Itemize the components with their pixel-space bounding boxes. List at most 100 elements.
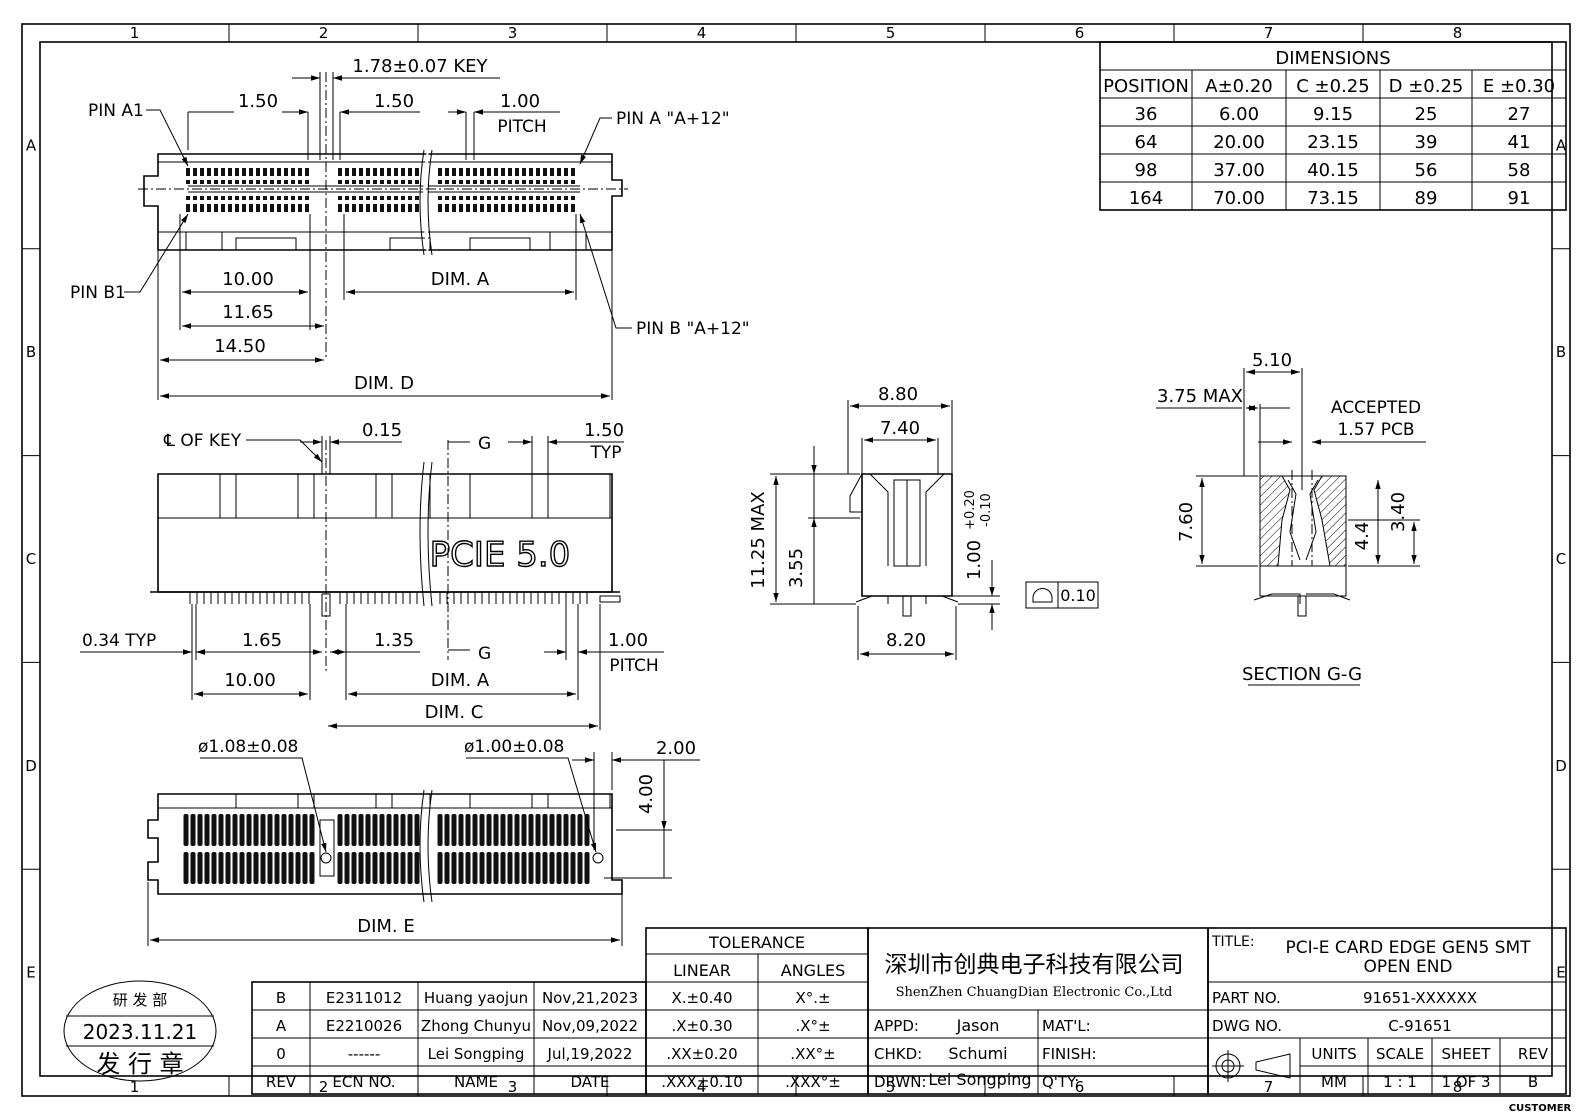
dim-table-cell: 23.15	[1307, 132, 1359, 153]
zone-row-left: D	[25, 757, 37, 775]
contact-pin	[263, 180, 267, 184]
tolerance-linear: LINEAR	[673, 961, 731, 980]
contact-pin	[207, 196, 211, 200]
contact-pin	[186, 204, 190, 212]
contact-pin	[501, 196, 505, 200]
zone-row-left: C	[26, 550, 36, 568]
zone-col-top: 5	[886, 24, 896, 42]
solder-pad	[486, 852, 492, 884]
zone-row-left: E	[26, 964, 35, 982]
contact-pin	[571, 180, 575, 184]
contact-pin	[270, 196, 274, 200]
contact-pin	[270, 168, 274, 176]
contact-pin	[249, 204, 253, 212]
contact-pin	[408, 168, 412, 176]
contact-pin	[284, 180, 288, 184]
units-label: UNITS	[1311, 1045, 1356, 1063]
contact-pin	[298, 196, 302, 200]
contact-pin	[366, 196, 370, 200]
solder-pad	[358, 852, 364, 884]
contact-pin	[366, 168, 370, 176]
contact-pin	[298, 180, 302, 184]
projection-symbol-icon	[1212, 1050, 1291, 1082]
solder-pad	[521, 814, 527, 846]
contact-pin	[571, 204, 575, 212]
tol-plus: +0.20	[963, 490, 978, 530]
solder-pad	[211, 852, 217, 884]
dim-1-50-typ: 1.50	[584, 420, 624, 441]
pin-a-end-label: PIN A "A+12"	[616, 109, 730, 129]
contact-pin	[186, 168, 190, 176]
contact-pin	[200, 168, 204, 176]
solder-pad	[225, 814, 231, 846]
dim-1-00: 1.00	[964, 540, 985, 580]
solder-pad	[204, 852, 210, 884]
contact-pin	[359, 180, 363, 184]
solder-pad	[465, 814, 471, 846]
contact-pin	[373, 168, 377, 176]
flatness-frame	[1025, 581, 1099, 609]
contact-pin	[193, 196, 197, 200]
solder-pad	[500, 814, 506, 846]
zone-col-top: 3	[508, 24, 518, 42]
pitch-label: PITCH	[497, 117, 546, 137]
contact-pin	[487, 168, 491, 176]
solder-pad	[253, 852, 259, 884]
contact-pin	[214, 204, 218, 212]
dim-4-00: 4.00	[636, 774, 657, 814]
contact-pin	[235, 168, 239, 176]
contact-pin	[445, 180, 449, 184]
contact-pin	[480, 180, 484, 184]
solder-pad	[372, 852, 378, 884]
solder-pad	[479, 814, 485, 846]
contact-pin	[529, 204, 533, 212]
contact-pin	[557, 196, 561, 200]
contact-pin	[256, 180, 260, 184]
contact-pin	[193, 180, 197, 184]
pitch-value-front: 1.00	[608, 630, 648, 651]
dim-14-50: 14.50	[214, 336, 266, 357]
dimensions-title: DIMENSIONS	[1275, 48, 1390, 69]
contact-pin	[200, 196, 204, 200]
solder-pad	[472, 814, 478, 846]
contact-pin	[501, 204, 505, 212]
dim-table-cell: 89	[1415, 188, 1438, 209]
solder-pad	[372, 814, 378, 846]
contact-pin	[366, 204, 370, 212]
contact-pin	[394, 196, 398, 200]
contact-pin	[487, 180, 491, 184]
zone-row-right: B	[1556, 343, 1566, 361]
dim-8-80: 8.80	[878, 384, 918, 405]
company-name-en: ShenZhen ChuangDian Electronic Co.,Ltd	[896, 985, 1173, 1000]
zone-col-bottom: 3	[508, 1078, 518, 1096]
solder-pad	[239, 852, 245, 884]
solder-pad	[344, 852, 350, 884]
solder-pad	[365, 814, 371, 846]
contact-pin	[345, 180, 349, 184]
dim-1-50-b: 1.50	[374, 91, 414, 112]
dim-table-cell: 39	[1415, 132, 1438, 153]
section-g-bottom: G	[478, 644, 491, 664]
contact-pin	[522, 168, 526, 176]
contact-pin	[228, 168, 232, 176]
contact-pin	[193, 168, 197, 176]
contact-pin	[249, 180, 253, 184]
contact-pin	[487, 204, 491, 212]
solder-pad	[451, 814, 457, 846]
tolerance-linear-value: .XX±0.20	[666, 1045, 737, 1063]
contact-pin	[338, 196, 342, 200]
dim-a-top: DIM. A	[431, 269, 490, 290]
revision-header: NAME	[454, 1073, 498, 1091]
contact-pin	[235, 204, 239, 212]
revision-header: DATE	[570, 1073, 609, 1091]
contact-pin	[298, 168, 302, 176]
contact-pin	[380, 180, 384, 184]
zone-row-left: A	[26, 136, 37, 154]
contact-pin	[459, 180, 463, 184]
dim-table-cell: 70.00	[1213, 188, 1265, 209]
contact-pin	[508, 196, 512, 200]
contact-pin	[345, 168, 349, 176]
contact-pin	[459, 196, 463, 200]
contact-pin	[305, 180, 309, 184]
